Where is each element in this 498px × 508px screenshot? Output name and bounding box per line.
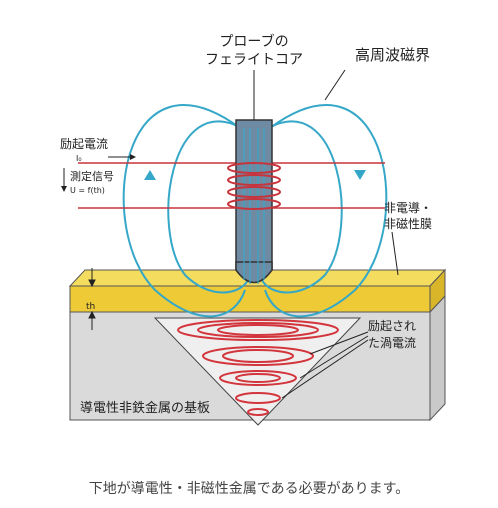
leader-hf: [324, 69, 346, 101]
field-arrows: [144, 170, 366, 180]
label-hf-field: 高周波磁界: [355, 46, 430, 64]
eddy-current-diagram: プローブの フェライトコア 高周波磁界 励起電流 I₀ 測定信号 U = f(t…: [60, 33, 447, 426]
leader-eddy-3: [281, 339, 369, 399]
label-eddy-1: 励起され: [368, 319, 416, 333]
thickness-marker: [88, 268, 96, 330]
coil-turn: [227, 162, 281, 174]
coil-turn: [227, 174, 281, 186]
leader-eddy-2: [299, 335, 369, 379]
label-thickness: th: [86, 302, 95, 312]
excitation-lines: [78, 162, 385, 209]
core-field-stripes: [243, 128, 265, 284]
eddy-ring: [217, 324, 299, 336]
field-arrow: [354, 170, 366, 180]
label-probe-core-1: プローブの: [219, 33, 288, 50]
leader-lines: [253, 69, 399, 399]
signal-arrowhead: [61, 186, 67, 192]
eddy-ring: [247, 408, 269, 416]
magnetic-field-lines: [122, 104, 388, 318]
eddy-ring: [235, 392, 281, 404]
label-excitation-symbol: I₀: [76, 154, 82, 163]
eddy-ring: [177, 319, 339, 341]
eddy-ring: [202, 346, 314, 366]
coil-turn: [227, 186, 281, 198]
field-arrow: [144, 170, 156, 180]
coating-side: [429, 268, 446, 314]
field-line-right-inner: [261, 120, 343, 294]
field-line-right-outer: [264, 104, 388, 318]
label-coating-1: 非電導・: [384, 201, 432, 215]
eddy-ring: [235, 373, 281, 383]
field-line-left-outer: [122, 104, 246, 318]
excitation-arrowhead: [130, 154, 136, 160]
label-probe-core-2: フェライトコア: [205, 52, 303, 68]
probe-coil: [227, 162, 281, 210]
eddy-ring: [197, 322, 319, 338]
coil-turn: [227, 198, 281, 210]
leader-coating: [391, 231, 399, 276]
field-line-left-inner: [167, 120, 249, 294]
substrate-side: [429, 294, 446, 422]
label-substrate: 導電性非鉄金属の基板: [80, 400, 210, 416]
thickness-arrowhead-bottom: [88, 310, 96, 319]
label-signal-formula: U = f(th): [70, 186, 105, 195]
coating-front: [69, 285, 431, 313]
thickness-arrowhead-top: [88, 279, 96, 288]
eddy-current-rings: [177, 319, 339, 416]
label-measure-signal: 測定信号: [70, 169, 114, 183]
leader-eddy-1: [309, 331, 369, 355]
ferrite-core: [235, 119, 273, 271]
label-eddy-2: た渦電流: [368, 335, 416, 350]
eddy-ring: [222, 349, 294, 363]
ferrite-core-tip: [235, 261, 273, 284]
eddy-ring: [219, 370, 297, 386]
label-coating-2: 非磁性膜: [384, 216, 432, 231]
label-excitation-current: 励起電流: [60, 137, 108, 151]
caption: 下地が導電性・非磁性金属である必要があります。: [88, 481, 410, 497]
